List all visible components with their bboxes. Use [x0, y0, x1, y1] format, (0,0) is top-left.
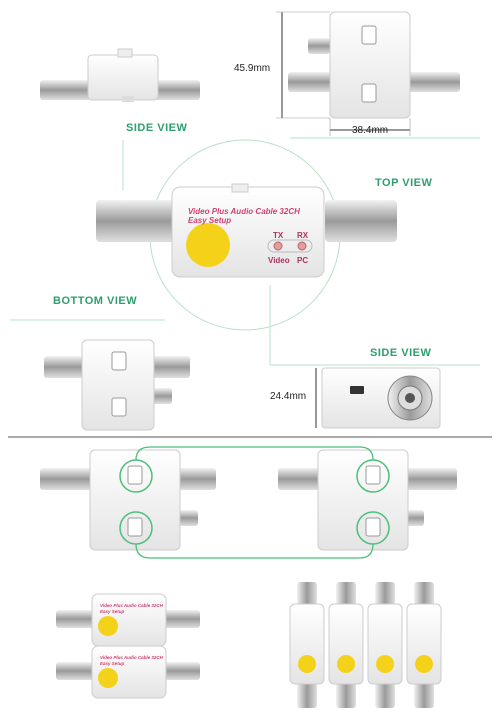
top-view-unit-dimensioned — [276, 11, 460, 136]
vertical-units-right — [289, 582, 442, 708]
side-view-unit-right — [315, 367, 441, 429]
stacked-units-left: Video Plus Audio Cable 32CH Easy Setup V… — [56, 593, 200, 699]
side-view-label-right: SIDE VIEW — [370, 347, 432, 359]
depth-dimension: 24.4mm — [270, 391, 307, 402]
tx-label: TX — [273, 231, 284, 240]
bottom-view-label: BOTTOM VIEW — [53, 295, 138, 307]
stacked-subtitle-1: Easy Setup — [100, 609, 125, 614]
height-dimension: 45.9mm — [234, 63, 271, 74]
top-view-label: TOP VIEW — [375, 177, 433, 189]
center-view-unit: Video Plus Audio Cable 32CH Easy Setup T… — [10, 137, 480, 366]
side-view-unit-top — [40, 48, 200, 102]
video-label: Video — [268, 256, 290, 265]
width-dimension: 38.4mm — [352, 125, 389, 136]
stacked-title-2: Video Plus Audio Cable 32CH — [100, 655, 164, 660]
pc-label: PC — [297, 256, 308, 265]
bottom-view-unit — [44, 339, 190, 431]
product-title: Video Plus Audio Cable 32CH — [188, 207, 300, 216]
product-subtitle: Easy Setup — [188, 216, 231, 225]
rx-label: RX — [297, 231, 309, 240]
connected-pair — [40, 446, 457, 559]
stacked-title-1: Video Plus Audio Cable 32CH — [100, 603, 164, 608]
stacked-subtitle-2: Easy Setup — [100, 661, 125, 666]
side-view-label-top: SIDE VIEW — [126, 122, 188, 134]
